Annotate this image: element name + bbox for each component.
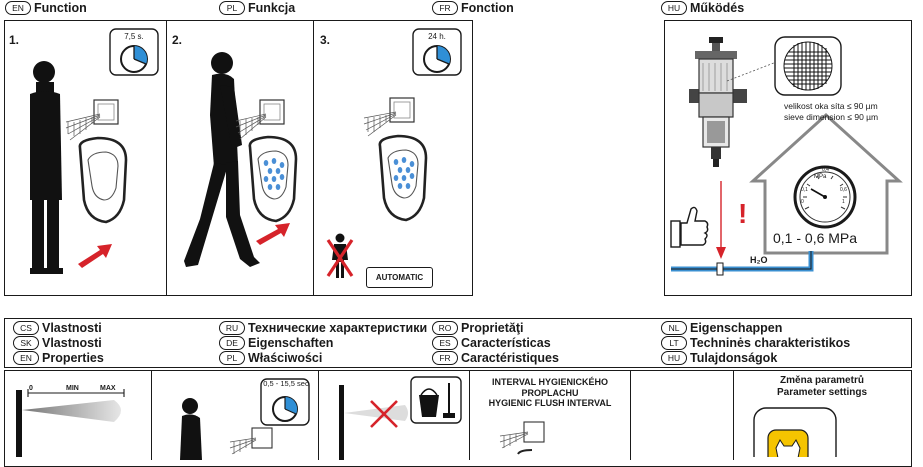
- gauge-tick: 1: [842, 199, 845, 205]
- no-cleaning-illustration: [325, 375, 465, 460]
- gauge-unit: MPa: [814, 174, 827, 180]
- phone-app-illustration: [750, 406, 840, 457]
- step3-automatic-flush-illustration: [320, 90, 468, 290]
- step-number: 3.: [320, 33, 331, 47]
- hygienic-flush-sensor-illustration: [492, 416, 562, 457]
- pressure-range: 0,1 - 0,6 MPa: [773, 230, 858, 246]
- gauge-tick: 0: [801, 199, 804, 205]
- gauge-tick: 0,1: [801, 187, 808, 193]
- timer-7-5s: 7,5 s.: [109, 28, 159, 76]
- range-zero: 0: [29, 385, 33, 392]
- step1-person-standing-illustration: [8, 60, 163, 292]
- timer-24h: 24 h.: [412, 28, 462, 76]
- range-min: MIN: [66, 385, 79, 392]
- hygienic-flush-title: INTERVAL HYGIENICKÉHO PROPLACHU HYGIENIC…: [488, 377, 612, 408]
- divider: [630, 370, 631, 460]
- step2-person-walking-illustration: [170, 45, 310, 275]
- automatic-label: AUTOMATIC: [366, 267, 433, 288]
- divider: [733, 370, 734, 460]
- divider: [469, 370, 470, 460]
- divider: [151, 370, 152, 460]
- divider: [166, 20, 167, 296]
- parameter-settings-title: Změna parametrů Parameter settings: [776, 375, 868, 398]
- sieve-size-cs: velikost oka síta ≤ 90 µm: [784, 101, 878, 111]
- warning-mark: !: [738, 198, 748, 229]
- divider: [318, 370, 319, 460]
- step-number: 1.: [9, 33, 20, 47]
- gauge-tick: 0,6: [840, 187, 847, 193]
- water-label: H₂O: [750, 255, 768, 265]
- flush-interval-illustration: [158, 376, 314, 460]
- divider: [313, 20, 314, 296]
- sieve-size-en: sieve dimension ≤ 90 µm: [784, 112, 879, 122]
- range-max: MAX: [100, 385, 116, 392]
- properties-header-bar: [4, 318, 912, 368]
- water-filter-illustration: [665, 21, 911, 294]
- gauge-tick: 0,4: [822, 167, 829, 173]
- detection-range-illustration: [10, 380, 145, 457]
- step-number: 2.: [172, 33, 183, 47]
- interval-range: 0,5 - 15,5 sec: [263, 379, 309, 388]
